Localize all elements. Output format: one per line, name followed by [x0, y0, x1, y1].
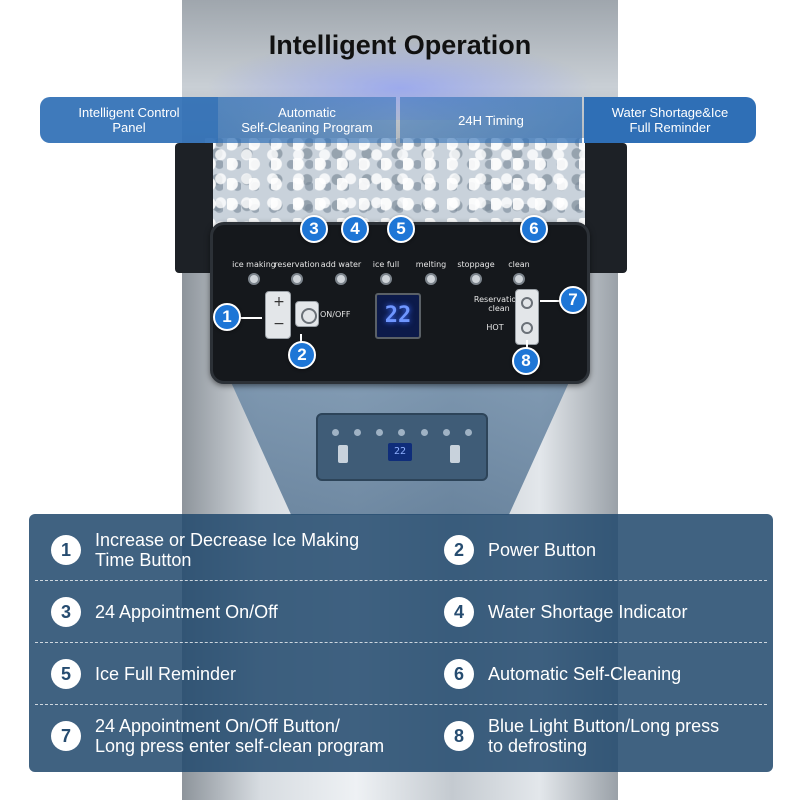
power-button-label: ON/OFF	[320, 310, 351, 319]
legend-divider	[35, 704, 767, 705]
callout-badge-7: 7	[559, 286, 587, 314]
legend-text: 24 Appointment On/Off Button/ Long press…	[95, 716, 385, 756]
badge-8-connector	[526, 340, 528, 350]
indicator-light-clean	[513, 273, 525, 285]
legend-text: Power Button	[488, 540, 597, 560]
callout-badge-3: 3	[300, 215, 328, 243]
time-adjust-rocker[interactable]: + −	[265, 291, 291, 339]
legend-divider	[35, 580, 767, 581]
legend-number: 2	[444, 535, 474, 565]
legend-text: 24 Appointment On/Off	[95, 602, 278, 622]
legend-number: 4	[444, 597, 474, 627]
indicator-label-ice-making: ice making	[232, 260, 276, 269]
legend-divider	[35, 642, 767, 643]
plus-icon: +	[273, 294, 285, 310]
feature-tab-label: 24H Timing	[458, 112, 524, 128]
mini-display: 22	[388, 443, 412, 461]
feature-tab-label: Water Shortage&Ice Full Reminder	[611, 105, 729, 135]
indicator-label-add-water: add water	[320, 260, 362, 269]
legend-number: 7	[51, 721, 81, 751]
badge-7-connector	[540, 300, 560, 302]
lid-edge-left	[175, 143, 213, 273]
legend-text: Ice Full Reminder	[95, 664, 237, 684]
indicator-label-clean: clean	[508, 260, 530, 269]
feature-tab-timing: 24H Timing	[400, 97, 582, 143]
legend-number: 3	[51, 597, 81, 627]
feature-tab-control-panel: Intelligent Control Panel	[40, 97, 218, 143]
mini-rocker-button	[338, 445, 348, 463]
page-title: Intelligent Operation	[268, 30, 532, 60]
callout-badge-8: 8	[512, 347, 540, 375]
mini-right-button	[450, 445, 460, 463]
control-panel: ice making reservation add water ice ful…	[210, 222, 590, 384]
feature-tab-self-cleaning: Automatic Self-Cleaning Program	[218, 97, 396, 143]
legend-item-5: 5 Ice Full Reminder	[51, 643, 236, 705]
mini-indicator-dot	[376, 429, 384, 436]
indicator-light-ice-full	[380, 273, 392, 285]
led-display: 22	[375, 293, 421, 339]
legend-number: 8	[444, 721, 474, 751]
legend-item-8: 8 Blue Light Button/Long press to defros…	[444, 705, 719, 767]
feature-tab-label: Intelligent Control Panel	[78, 105, 180, 135]
legend-text: Water Shortage Indicator	[488, 602, 688, 622]
legend-row: 7 24 Appointment On/Off Button/ Long pre…	[29, 705, 773, 767]
hot-button[interactable]	[521, 322, 533, 334]
indicator-light-ice-making	[248, 273, 260, 285]
mini-indicator-dot	[442, 429, 450, 436]
lid-edge-right	[585, 143, 627, 273]
callout-badge-1: 1	[213, 303, 241, 331]
legend-item-7: 7 24 Appointment On/Off Button/ Long pre…	[51, 705, 384, 767]
minus-icon: −	[273, 316, 285, 332]
legend-row: 5 Ice Full Reminder 6 Automatic Self-Cle…	[29, 643, 773, 705]
indicator-label-ice-full: ice full	[372, 260, 400, 269]
legend-text: Automatic Self-Cleaning	[488, 664, 682, 684]
mini-indicator-dot	[398, 429, 406, 436]
mini-indicator-row	[332, 429, 472, 436]
indicator-label-stoppage: stoppage	[457, 260, 495, 269]
mini-indicator-dot	[354, 429, 362, 436]
legend-number: 1	[51, 535, 81, 565]
legend-number: 6	[444, 659, 474, 689]
legend-text: Increase or Decrease Ice Making Time But…	[95, 530, 360, 570]
callout-badge-4: 4	[341, 215, 369, 243]
callout-badge-6: 6	[520, 215, 548, 243]
legend-item-6: 6 Automatic Self-Cleaning	[444, 643, 681, 705]
legend-item-4: 4 Water Shortage Indicator	[444, 581, 687, 643]
callout-badge-5: 5	[387, 215, 415, 243]
reservation-hot-buttons[interactable]	[515, 289, 539, 345]
legend-row: 1 Increase or Decrease Ice Making Time B…	[29, 519, 773, 581]
indicator-label-melting: melting	[415, 260, 447, 269]
badge-2-connector	[300, 334, 302, 346]
indicator-label-reservation: reservation	[274, 260, 320, 269]
legend-panel: 1 Increase or Decrease Ice Making Time B…	[29, 514, 773, 772]
mini-indicator-dot	[332, 429, 339, 436]
legend-item-2: 2 Power Button	[444, 519, 596, 581]
indicator-light-add-water	[335, 273, 347, 285]
indicator-light-stoppage	[470, 273, 482, 285]
legend-text: Blue Light Button/Long press to defrosti…	[488, 716, 720, 756]
mini-indicator-dot	[420, 429, 428, 436]
legend-row: 3 24 Appointment On/Off 4 Water Shortage…	[29, 581, 773, 643]
callout-badge-2: 2	[288, 341, 316, 369]
hot-label: HOT	[486, 323, 504, 332]
indicator-light-melting	[425, 273, 437, 285]
legend-item-3: 3 24 Appointment On/Off	[51, 581, 278, 643]
power-button[interactable]	[295, 301, 319, 327]
legend-number: 5	[51, 659, 81, 689]
legend-item-1: 1 Increase or Decrease Ice Making Time B…	[51, 519, 359, 581]
badge-1-connector	[240, 317, 262, 319]
mini-control-panel: 22	[316, 413, 488, 481]
reservation-clean-label: Reservation/ clean	[473, 295, 525, 313]
feature-tab-label: Automatic Self-Cleaning Program	[241, 105, 373, 135]
mini-indicator-dot	[464, 429, 472, 436]
reservation-button[interactable]	[521, 297, 533, 309]
feature-tab-reminder: Water Shortage&Ice Full Reminder	[584, 97, 756, 143]
indicator-light-reservation	[291, 273, 303, 285]
